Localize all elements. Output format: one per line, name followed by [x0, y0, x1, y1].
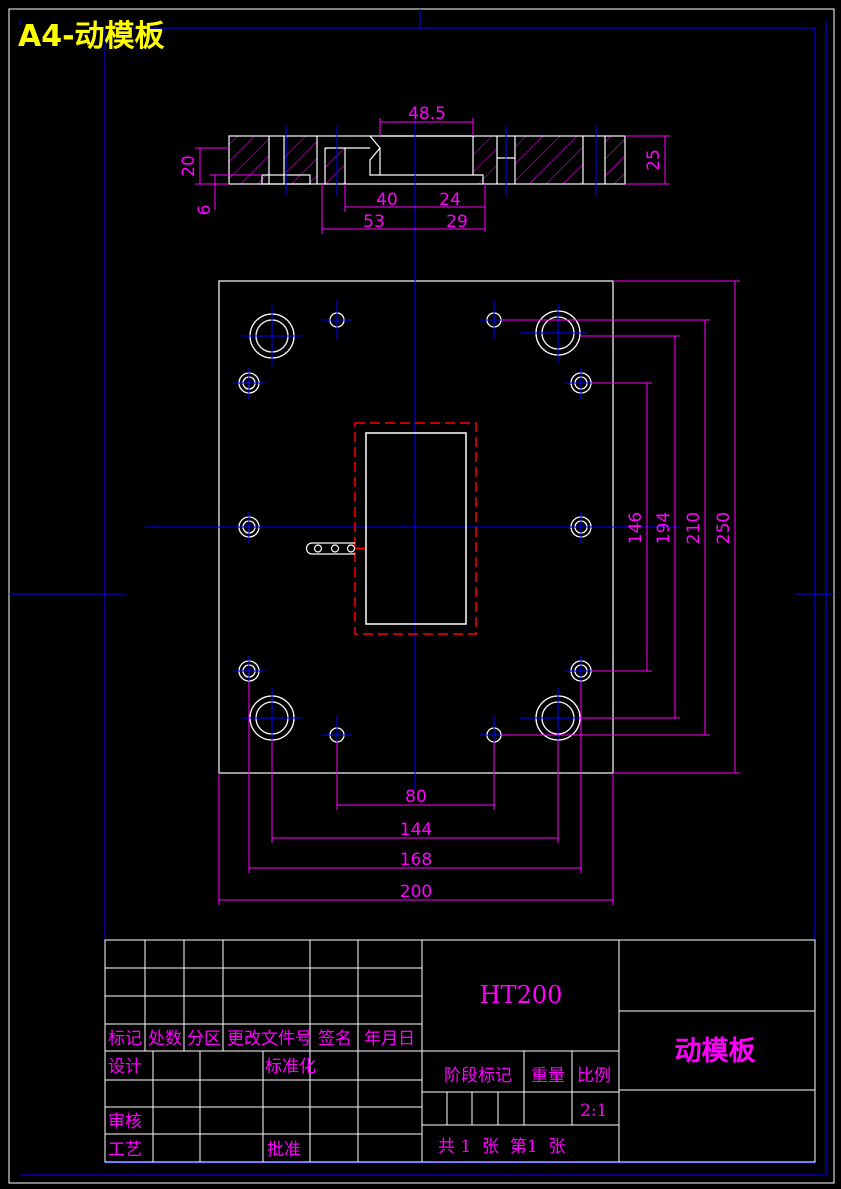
dim-144: 144: [400, 820, 432, 840]
hatch-left-2: [284, 136, 317, 184]
material-value: HT200: [480, 981, 563, 1009]
dim-20: 20: [179, 155, 199, 177]
dim-29: 29: [446, 212, 468, 232]
hatch-right-3: [605, 136, 625, 184]
dim-25: 25: [644, 149, 664, 171]
hole-centerlines: [233, 300, 597, 755]
label-design: 设计: [108, 1057, 142, 1077]
title-block: 标记 处数 分区 更改文件号 签名 年月日 设计 标准化 审核 工艺 批准 HT…: [104, 939, 816, 1163]
horizontal-dimensions: [218, 681, 614, 905]
label-weight: 重量: [531, 1066, 565, 1086]
label-review: 审核: [108, 1112, 142, 1132]
vertical-dimensions: [501, 280, 740, 774]
label-change-doc: 更改文件号: [227, 1029, 312, 1049]
sheet-center-marks: [9, 9, 834, 1176]
dim-146: 146: [626, 512, 646, 544]
label-process: 工艺: [108, 1140, 142, 1160]
plan-view: 146 194 210 250 80 144 168 200: [145, 262, 740, 905]
dim-53: 53: [363, 212, 385, 232]
label-standardize: 标准化: [265, 1057, 316, 1077]
dim-168: 168: [400, 850, 432, 870]
dim-250: 250: [714, 512, 734, 544]
dim-40: 40: [376, 190, 398, 210]
frame-border: [104, 27, 816, 1164]
dim-80: 80: [405, 787, 427, 807]
pocket-cavity: [365, 432, 467, 625]
label-signature: 签名: [318, 1029, 352, 1049]
gate-slot: [305, 542, 356, 555]
dim-6: 6: [195, 205, 215, 216]
hatch-inner-left: [325, 148, 345, 184]
hatch-left: [229, 136, 269, 184]
dim-200: 200: [400, 882, 432, 902]
dim-194: 194: [654, 512, 674, 544]
label-count: 处数: [148, 1029, 182, 1049]
scale-value: 2:1: [580, 1101, 607, 1121]
dim-48-5: 48.5: [408, 104, 446, 124]
dim-24: 24: [439, 190, 461, 210]
part-name: 动模板: [675, 1036, 756, 1067]
label-approve: 批准: [267, 1140, 301, 1160]
hatch-right-1: [473, 136, 497, 184]
dim-210: 210: [684, 512, 704, 544]
pocket-hidden-outline: [354, 422, 477, 635]
label-stage-mark: 阶段标记: [444, 1066, 512, 1086]
label-zone: 分区: [187, 1029, 221, 1049]
sheet-title: A4-动模板: [18, 19, 165, 54]
outer-border: [8, 8, 835, 1184]
label-scale: 比例: [577, 1066, 611, 1086]
sheet-count: 共 1 张 第1 张: [438, 1137, 565, 1157]
label-mark: 标记: [108, 1029, 142, 1049]
label-date: 年月日: [364, 1029, 415, 1049]
hatch-right-2: [515, 136, 583, 184]
section-view: 48.5 20 6 25 40 24 53 29: [179, 104, 670, 262]
